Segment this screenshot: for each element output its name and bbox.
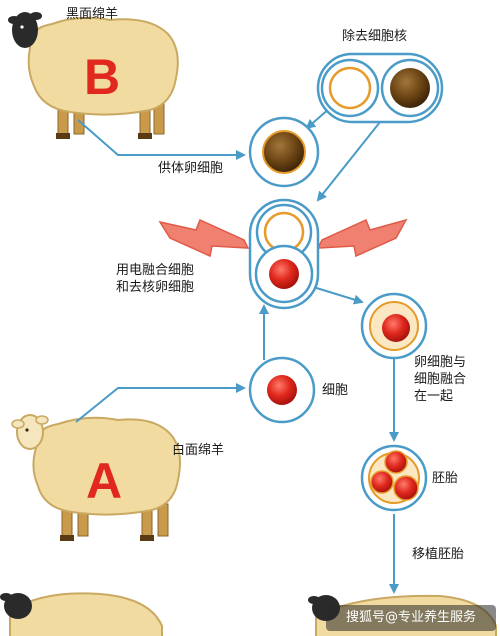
sheep-b-marker: B [84,49,121,105]
sheep-a-marker: A [86,453,123,509]
sheep-a-icon [11,414,181,541]
label-black-face-sheep: 黑面绵羊 [66,7,119,22]
sheep-b-icon [8,12,179,139]
label-cell: 细胞 [322,383,349,398]
arrow-fusion-to-fused [309,285,364,305]
label-embryo: 胚胎 [432,471,459,486]
arrow-sheep-a-to-cell [75,383,246,423]
label-transplant-embryo: 移植胚胎 [412,547,465,562]
watermark-badge: 搜狐号@专业养生服务 [326,605,496,631]
label-electric-fusion: 用电融合细胞 和去核卵细胞 [116,263,195,295]
arrow-sheep-b-to-egg [77,119,246,160]
embryo-icon [360,444,428,512]
label-egg-cell-fusion: 卵细胞与 细胞融合 在一起 [414,355,467,404]
arrow-enucleated-to-fusion [316,111,389,202]
fusion-cells-icon [248,198,320,310]
lightning-right-icon [316,218,408,258]
fused-cell-icon [360,292,428,360]
lightning-left-icon [158,218,250,258]
donor-egg-cell-icon [248,116,320,188]
label-donor-egg-cell: 供体卵细胞 [158,161,224,176]
label-remove-nucleus: 除去细胞核 [342,29,408,44]
label-white-face-sheep: 白面绵羊 [172,443,225,458]
bottom-left-sheep-icon [0,592,163,636]
removed-nucleus-cells-icon [316,52,444,124]
body-cell-icon [248,356,316,424]
